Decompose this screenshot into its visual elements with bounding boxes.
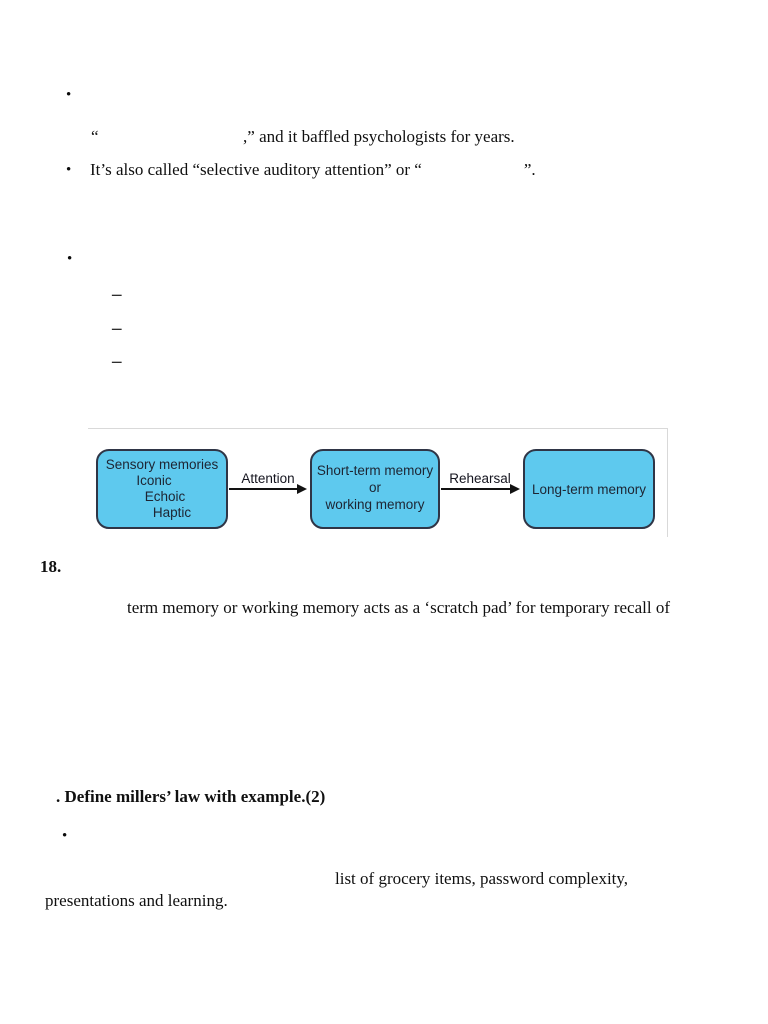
bullet-icon: • xyxy=(62,828,68,844)
box-line: Iconic xyxy=(136,473,172,488)
short-term-memory-box: Short-term memory or working memory xyxy=(310,449,440,529)
bullet-icon: • xyxy=(67,251,73,267)
box-line: Long-term memory xyxy=(531,481,647,497)
long-term-memory-box: Long-term memory xyxy=(523,449,655,529)
dash-marker: – xyxy=(112,351,122,372)
box-line: Haptic xyxy=(152,505,192,520)
scratch-pad-paragraph: term memory or working memory acts as a … xyxy=(127,598,670,617)
memory-model-figure: Sensory memories Iconic Echoic Haptic At… xyxy=(88,428,668,537)
box-line: Sensory memories xyxy=(105,457,219,472)
attention-arrow-label: Attention xyxy=(241,471,295,486)
dash-marker: – xyxy=(112,318,122,339)
rehearsal-arrow-label: Rehearsal xyxy=(449,471,511,486)
define-millers-law-heading: . Define millers’ law with example.(2) xyxy=(56,787,326,806)
box-line: working memory xyxy=(325,497,425,512)
box-line: Short-term memory xyxy=(316,463,434,478)
arrowhead-icon xyxy=(297,484,307,494)
sensory-memory-box: Sensory memories Iconic Echoic Haptic xyxy=(96,449,228,529)
arrowhead-icon xyxy=(510,484,520,494)
example-line: list of grocery items, password complexi… xyxy=(335,869,629,888)
question-number: 18. xyxy=(40,557,62,576)
bullet-icon: • xyxy=(66,162,72,178)
box-line: or xyxy=(368,480,381,495)
dash-marker: – xyxy=(112,284,122,305)
bullet-icon: • xyxy=(66,87,72,103)
quote-redacted-line: “ ,” and it baffled psychologists for ye… xyxy=(91,127,515,146)
selective-attention-line: It’s also called “selective auditory att… xyxy=(90,160,536,179)
attention-arrow xyxy=(229,488,298,490)
example-line: presentations and learning. xyxy=(45,891,228,910)
box-line: Echoic xyxy=(144,489,186,504)
rehearsal-arrow xyxy=(441,488,511,490)
